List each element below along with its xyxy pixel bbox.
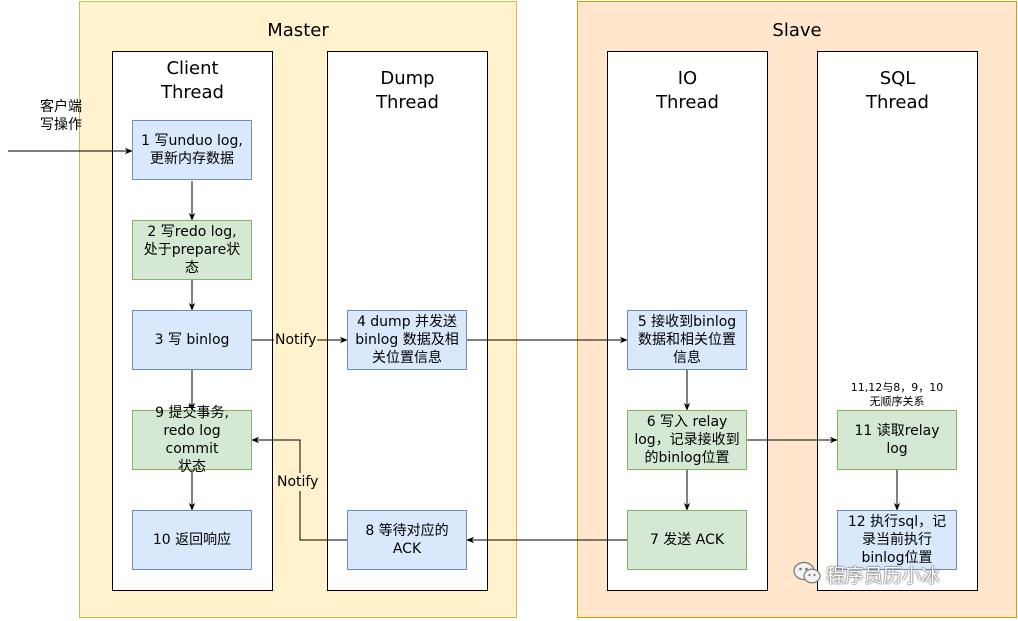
node-9-line1: 9 提交事务,	[155, 405, 229, 421]
node-9-line3: 状态	[178, 459, 206, 475]
node-12-line3: binlog位置	[861, 550, 933, 566]
io-thread-title: IO Thread	[608, 67, 767, 115]
order-note-line1: 11,12与8，9，10	[850, 381, 944, 394]
node-10-return-response: 10 返回响应	[132, 510, 252, 570]
dump-thread-title-line1: Dump	[380, 68, 435, 89]
sql-thread-title-line1: SQL	[879, 68, 916, 89]
node-1-line2: 更新内存数据	[149, 151, 234, 167]
node-5-line1: 5 接收到binlog	[637, 314, 737, 330]
client-write-label: 客户端 写操作	[40, 98, 82, 134]
node-11-read-relay-log: 11 读取relay log	[837, 410, 957, 470]
node-9-commit-transaction: 9 提交事务, redo log commit 状态	[132, 405, 252, 475]
sql-thread-title: SQL Thread	[818, 67, 977, 115]
sql-thread-lane: SQL Thread	[817, 51, 978, 591]
node-2-write-redo-log: 2 写redo log, 处于prepare状态	[132, 220, 252, 280]
node-6-line1: 6 写入 relay	[646, 414, 728, 430]
node-8-line2: ACK	[392, 541, 422, 557]
node-9-line2: redo log commit	[163, 423, 221, 457]
node-4-line1: 4 dump 并发送	[356, 314, 458, 330]
node-12-execute-sql: 12 执行sql，记录当前执行 binlog位置	[837, 510, 957, 570]
sql-thread-title-line2: Thread	[866, 92, 929, 113]
slave-title: Slave	[772, 20, 822, 41]
node-5-receive-binlog: 5 接收到binlog 数据和相关位置信息	[627, 310, 747, 370]
node-6-write-relay-log: 6 写入 relay log，记录接收到的binlog位置	[627, 410, 747, 470]
node-3-write-binlog: 3 写 binlog	[132, 310, 252, 370]
io-thread-title-line1: IO	[677, 68, 698, 89]
order-note-line2: 无顺序关系	[869, 395, 925, 408]
client-write-label-line1: 客户端	[40, 99, 82, 115]
node-2-line3: 态	[184, 260, 199, 276]
notify-forward-label: Notify	[274, 331, 318, 349]
dump-thread-title: Dump Thread	[328, 67, 487, 115]
client-thread-title: Client Thread	[113, 57, 272, 105]
node-11-line1: 11 读取relay log	[854, 423, 940, 457]
node-2-line1: 2 写redo log,	[147, 224, 237, 240]
node-6-line2: log，记录接收到	[634, 432, 740, 448]
wechat-icon	[792, 560, 822, 586]
node-4-line3: 关位置信息	[371, 350, 442, 366]
node-1-write-undo-log: 1 写unduo log, 更新内存数据	[132, 120, 252, 180]
node-6-line3: 的binlog位置	[644, 450, 730, 466]
node-5-line2: 数据和相关位置	[637, 332, 736, 348]
node-1-line1: 1 写unduo log,	[141, 133, 243, 149]
client-write-label-line2: 写操作	[40, 117, 82, 133]
node-2-line2: 处于prepare状	[143, 242, 241, 258]
node-7-line1: 7 发送 ACK	[649, 532, 725, 548]
node-7-send-ack: 7 发送 ACK	[627, 510, 747, 570]
dump-thread-title-line2: Thread	[376, 92, 439, 113]
master-title: Master	[267, 20, 329, 41]
node-4-dump-and-send: 4 dump 并发送 binlog 数据及相关位置信息	[347, 310, 467, 370]
node-10-line1: 10 返回响应	[152, 532, 232, 548]
node-12-line2: 录当前执行	[862, 532, 932, 548]
node-8-line1: 8 等待对应的	[365, 523, 449, 539]
watermark-text: 程序员历小冰	[826, 565, 941, 587]
notify-back-label: Notify	[276, 473, 320, 491]
order-note: 11,12与8，9，10 无顺序关系	[827, 381, 967, 409]
client-thread-title-line2: Thread	[161, 82, 224, 103]
node-5-line3: 信息	[672, 350, 701, 366]
io-thread-title-line2: Thread	[656, 92, 719, 113]
node-12-line1: 12 执行sql，记	[847, 514, 947, 530]
node-3-line1: 3 写 binlog	[154, 332, 230, 348]
node-8-wait-ack: 8 等待对应的 ACK	[347, 510, 467, 570]
client-thread-title-line1: Client	[166, 58, 219, 79]
node-4-line2: binlog 数据及相	[355, 332, 459, 348]
